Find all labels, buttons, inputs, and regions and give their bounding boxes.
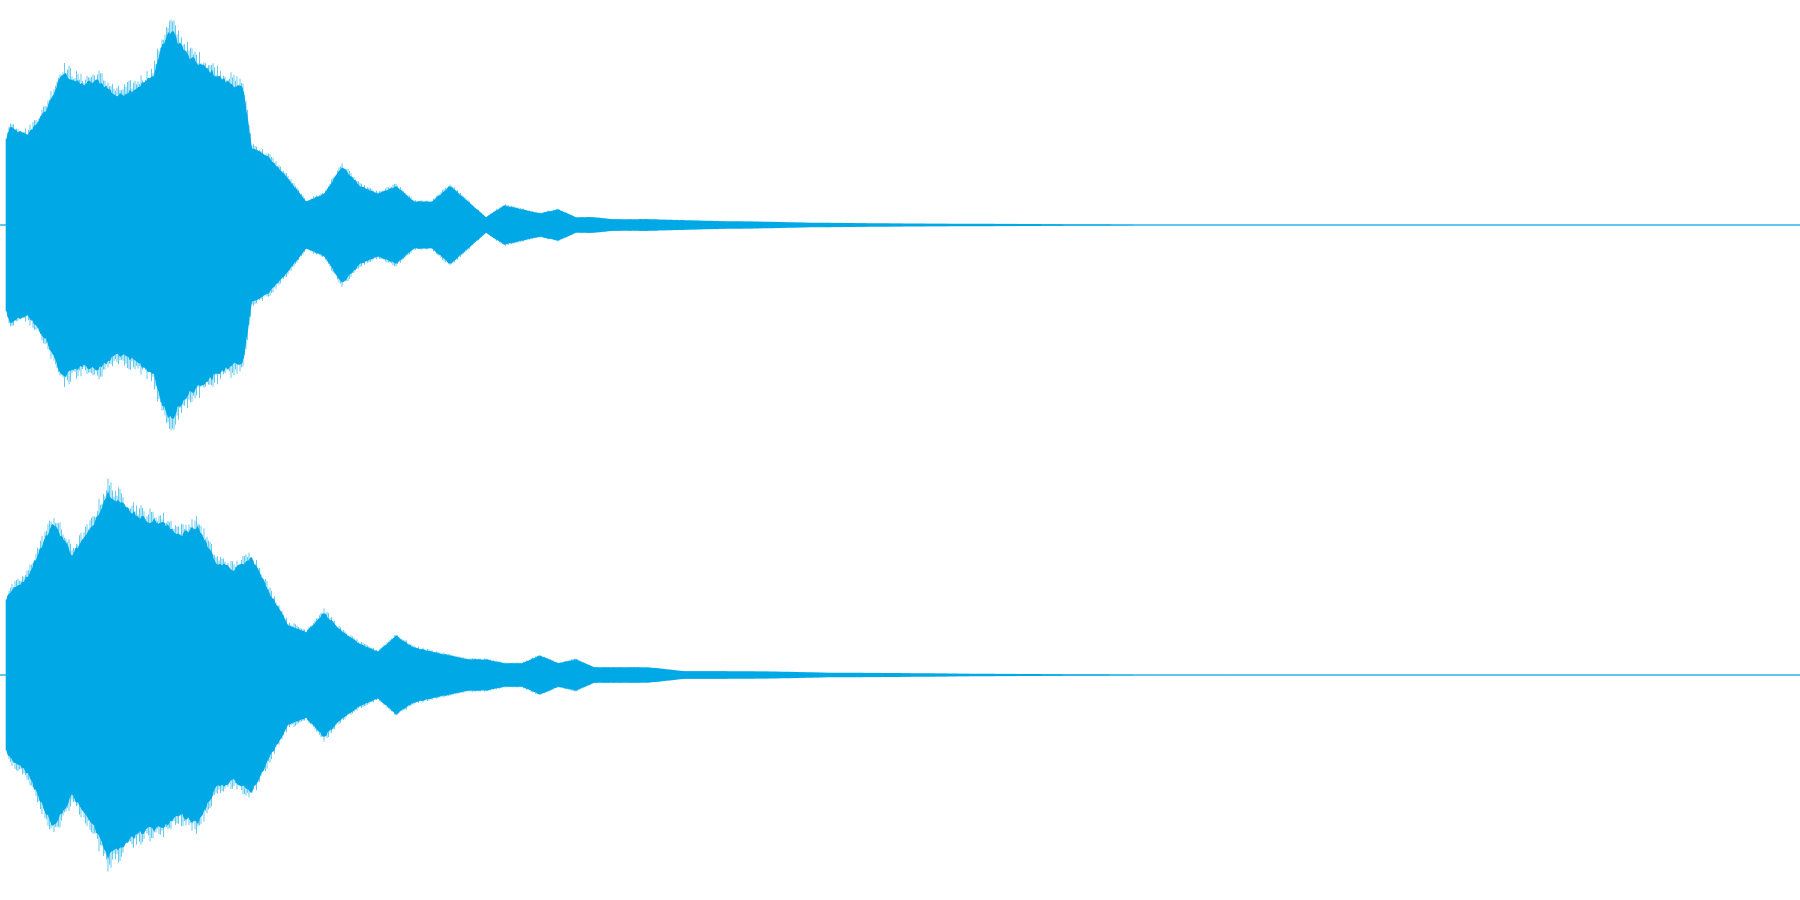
channel-left-envelope [6, 31, 1800, 419]
waveform-channel-left [0, 19, 1800, 431]
waveform-channel-right [0, 478, 1800, 872]
channel-left-detail [5, 19, 572, 431]
channel-right-detail [5, 478, 590, 872]
channel-right-envelope [6, 490, 1800, 860]
